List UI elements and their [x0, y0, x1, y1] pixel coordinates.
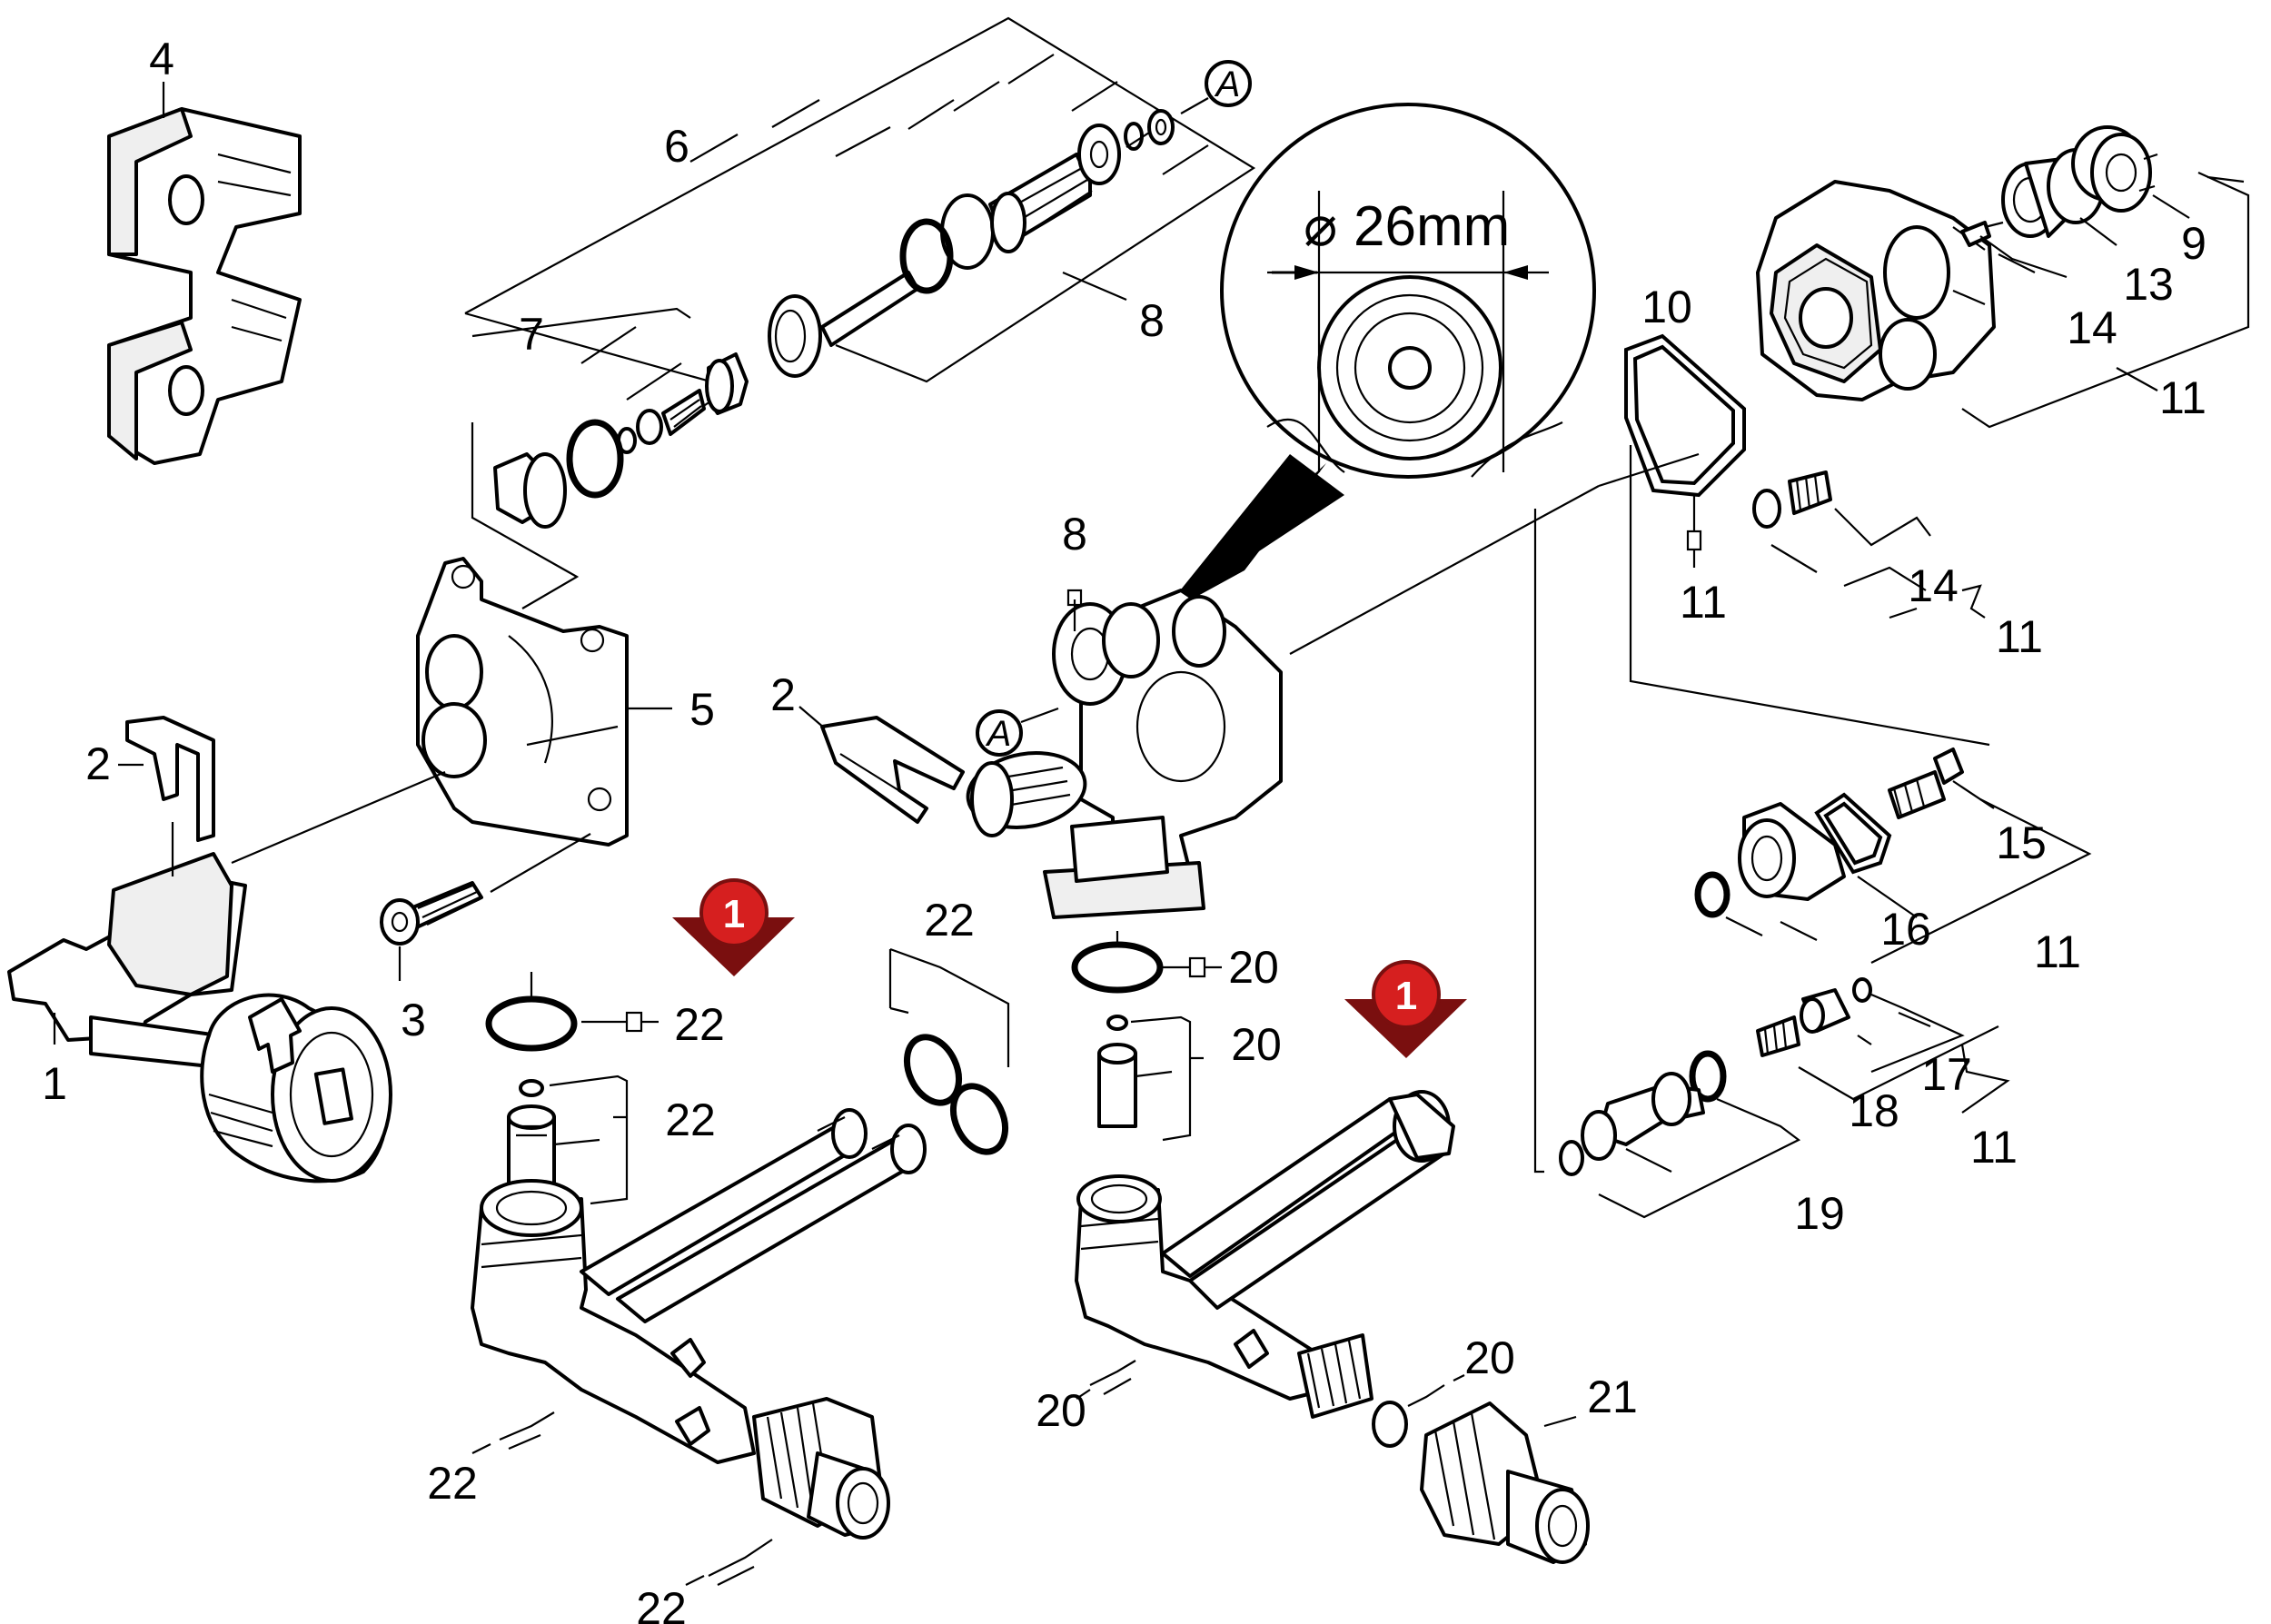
reference-marker-a-top: A: [1180, 60, 1252, 114]
label-part-20-b: 20: [1231, 1019, 1282, 1070]
svg-text:A: A: [986, 714, 1012, 754]
valve-components: [493, 109, 1175, 529]
detail-view-26mm: [1158, 103, 1596, 618]
part-5-cover: [416, 557, 629, 847]
part-7-check-valve-callout: [471, 307, 728, 609]
label-part-22-d: 22: [427, 1458, 478, 1509]
label-part-15: 15: [1996, 817, 2047, 868]
label-part-5: 5: [689, 684, 715, 735]
parts-15-16: [1694, 748, 2092, 964]
label-part-20-a: 20: [1228, 942, 1279, 993]
label-part-8-mid: 8: [1062, 509, 1087, 559]
label-part-22-b: 22: [665, 1094, 716, 1145]
assembly-marker-right: 1: [1344, 960, 1467, 1058]
dimension-symbol: ⌀: [1304, 195, 1337, 258]
label-part-17: 17: [1921, 1049, 1972, 1100]
label-part-2-left: 2: [85, 738, 111, 789]
reference-marker-a-mid: A: [976, 707, 1059, 757]
part-2-retaining-clip-left: [125, 716, 215, 842]
label-part-19: 19: [1794, 1188, 1845, 1239]
label-part-22-c: 22: [924, 895, 975, 946]
label-part-10: 10: [1641, 282, 1692, 332]
label-part-16: 16: [1880, 904, 1931, 955]
part-3-screw: [380, 833, 591, 981]
svg-text:1: 1: [723, 892, 745, 936]
manifold-assembly-left: [471, 972, 1009, 1540]
manifold-assembly-right: [1071, 931, 1590, 1564]
callouts-9-13-14-11-top: [1961, 171, 2250, 429]
label-part-13: 13: [2123, 259, 2174, 310]
label-part-11-d: 11: [2034, 926, 2081, 977]
svg-text:A: A: [1215, 64, 1241, 104]
label-part-20-c: 20: [1036, 1385, 1086, 1436]
label-part-18: 18: [1849, 1085, 1899, 1136]
label-part-14-b: 14: [1908, 560, 1959, 611]
callouts-22-left: [471, 947, 1010, 1586]
label-part-1: 1: [42, 1058, 67, 1109]
label-part-20-d: 20: [1464, 1332, 1515, 1383]
label-part-22-e: 22: [636, 1583, 687, 1624]
label-part-8-top: 8: [1139, 295, 1165, 346]
part-1-inlet-coupling: [7, 822, 392, 1183]
assembly-marker-left: 1: [672, 878, 795, 976]
svg-text:1: 1: [1395, 974, 1417, 1018]
label-part-7: 7: [519, 309, 544, 360]
part-6-valve-kit-callout: [464, 16, 1256, 388]
label-part-11-c: 11: [1996, 611, 2043, 662]
part-14-spring: [1752, 470, 1931, 619]
part-4-bracket: [107, 82, 302, 465]
label-part-4: 4: [149, 34, 174, 84]
parts-9-13-14: [1960, 125, 2158, 247]
label-part-6: 6: [664, 121, 689, 172]
label-part-11-a: 11: [2159, 372, 2207, 423]
pump-head-housing: [966, 589, 1283, 919]
part-11-valve-housing: [1756, 180, 1996, 401]
label-part-14-a: 14: [2067, 302, 2117, 353]
label-part-9: 9: [2181, 218, 2207, 269]
label-part-21: 21: [1587, 1371, 1638, 1422]
label-part-2-mid: 2: [770, 669, 796, 720]
label-part-11-e: 11: [1970, 1122, 2018, 1173]
label-part-11-b: 11: [1680, 577, 1727, 628]
label-part-3: 3: [401, 995, 426, 1045]
part-2-retaining-clip-mid: [820, 716, 965, 824]
callouts-20-21-right: [1076, 956, 1577, 1428]
dimension-value: 26mm: [1354, 195, 1510, 258]
label-part-22-a: 22: [674, 999, 725, 1050]
parts-17-18-19: [1559, 977, 2010, 1219]
part-10-gasket: [1624, 333, 1746, 551]
